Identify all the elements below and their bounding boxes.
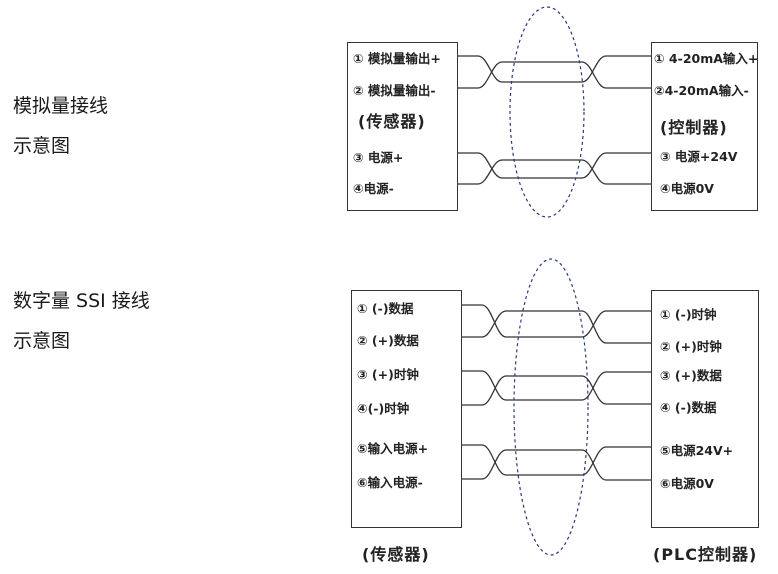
analog-controller-pin1: ① 4-20mA输入+ [654,51,759,66]
digital-wire-4 [461,375,652,406]
analog-sensor-box [347,42,458,211]
analog-sensor-pin3: ③ 电源+ [353,150,404,165]
analog-sensor-pin4: ④电源- [353,181,394,196]
analog-sensor-pin2: ② 模拟量输出- [353,83,436,98]
analog-sensor-title: (传感器) [358,112,426,131]
digital-controller-pin3: ③ (+)数据 [660,368,722,383]
analog-caption-line2: 示意图 [13,135,71,157]
analog-sensor-pin1: ① 模拟量输出+ [353,51,441,66]
analog-controller-pin2: ②4-20mA输入- [654,83,749,98]
digital-controller-pin5: ⑤电源24V+ [660,443,734,458]
digital-sensor-pin1: ① (-)数据 [357,301,414,316]
digital-controller-pin1: ① (-)时钟 [660,307,717,322]
digital-wire-3 [461,370,652,401]
digital-sensor-pin2: ② (+)数据 [357,333,419,348]
analog-wire-4 [457,159,652,185]
digital-sensor-pin6: ⑥输入电源- [357,475,423,490]
digital-sensor-title: (传感器) [362,545,430,564]
analog-wire-3 [457,152,652,179]
analog-controller-box [651,42,758,211]
analog-controller-pin3: ③ 电源+24V [660,149,738,164]
digital-wire-6 [461,449,652,481]
digital-caption-line1: 数字量 SSI 接线 [13,290,150,312]
digital-sensor-pin4: ④(-)时钟 [357,401,410,416]
digital-wire-1 [461,304,652,338]
digital-sensor-box [351,290,462,528]
analog-controller-title: (控制器) [660,118,728,137]
analog-wire-1 [457,55,652,83]
digital-controller-pin2: ② (+)时钟 [660,339,722,354]
digital-controller-box [651,290,759,528]
digital-sensor-pin5: ⑤输入电源+ [357,441,429,456]
digital-wire-2 [461,310,652,344]
analog-controller-pin4: ④电源0V [660,181,714,196]
digital-controller-pin4: ④ (-)数据 [660,400,717,415]
digital-sensor-pin3: ③ (+)时钟 [357,367,419,382]
digital-controller-pin6: ⑥电源0V [660,476,714,491]
digital-controller-title: (PLC控制器) [653,545,758,564]
digital-shield-ellipse [513,258,589,556]
digital-wire-5 [461,444,652,476]
analog-wire-2 [457,61,652,89]
digital-caption-line2: 示意图 [13,330,71,352]
analog-shield-ellipse [509,6,585,218]
analog-caption-line1: 模拟量接线 [13,95,109,117]
